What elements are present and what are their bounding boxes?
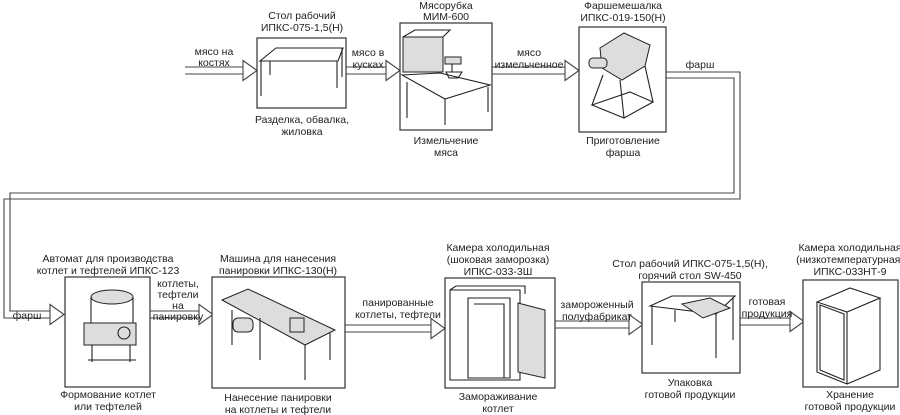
flow-pipe-return — [3, 71, 741, 326]
flow-arrow-8 — [740, 310, 805, 333]
flow-arrow-1 — [185, 59, 258, 82]
flow-arrow-7 — [553, 313, 644, 336]
flow-arrow-3 — [492, 59, 580, 82]
stage-packing-table: Стол рабочий ИПКС-075-1,5(Н),горячий сто… — [612, 258, 768, 401]
stage-box — [256, 37, 347, 109]
flow-arrow-2 — [346, 59, 401, 82]
stage-box — [802, 279, 899, 388]
flow-arrow-5 — [150, 303, 214, 326]
stage-storage-freezer: Камера холодильная(низкотемпературная)ИП… — [796, 242, 900, 413]
stage-box — [641, 281, 741, 374]
forming-machine-icon — [83, 289, 137, 362]
stage-title: Стол рабочий ИПКС-075-1,5(Н),горячий сто… — [612, 258, 768, 282]
work-table-icon — [258, 47, 344, 96]
shock-freezer-icon — [449, 285, 546, 381]
flow-label-4: фарш — [686, 59, 715, 71]
breading-machine-icon — [220, 288, 337, 380]
storage-freezer-icon — [815, 287, 882, 385]
stage-title: Камера холодильная(низкотемпературная)ИП… — [796, 242, 900, 278]
flow-arrow-6 — [345, 317, 446, 340]
stage-title: Камера холодильная(шоковая заморозка)ИПК… — [446, 242, 549, 278]
meat-grinder-icon — [400, 29, 493, 125]
packing-table-icon — [647, 295, 737, 358]
stage-shock-freezer: Камера холодильная(шоковая заморозка)ИПК… — [444, 242, 556, 415]
stage-caption: Разделка, обвалка,жиловка — [255, 114, 349, 138]
mixer-icon — [588, 32, 655, 119]
flow-label-5: фарш — [13, 310, 42, 322]
